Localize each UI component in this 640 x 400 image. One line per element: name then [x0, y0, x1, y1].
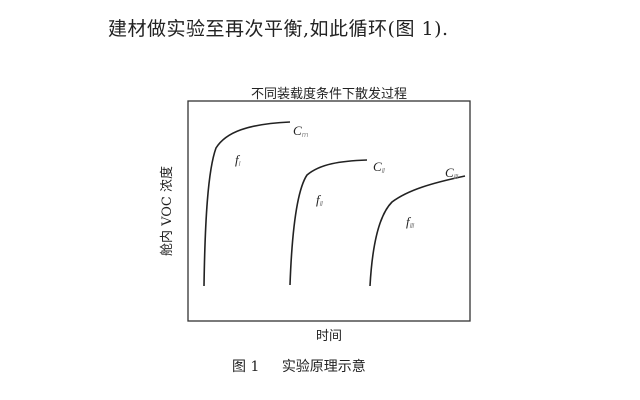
curve-end-label-1: Cm	[293, 123, 309, 139]
chart-title: 不同装载度条件下散发过程	[251, 86, 407, 102]
curve-label-1: fⅠ	[235, 152, 241, 168]
curve-end-label-2: CⅡ	[373, 159, 386, 175]
intro-text: 建材做实验至再次平衡,如此循环(图 1).	[108, 18, 449, 40]
emission-curve-2	[289, 159, 368, 286]
emission-curve-1	[203, 121, 291, 287]
x-axis-label: 时间	[316, 329, 342, 344]
curve-label-2: fⅡ	[316, 192, 324, 208]
figure-caption: 图 1 实验原理示意	[232, 356, 366, 376]
emission-curve-3	[369, 175, 466, 287]
curve-label-3: fⅢ	[406, 214, 415, 230]
chart-frame	[187, 100, 471, 322]
figure-caption-title: 实验原理示意	[281, 359, 366, 375]
figure-number: 图 1	[232, 359, 260, 375]
y-axis-label: 舱内 VOC 浓度	[159, 166, 175, 256]
curve-end-label-3: CⅢ	[445, 165, 459, 181]
